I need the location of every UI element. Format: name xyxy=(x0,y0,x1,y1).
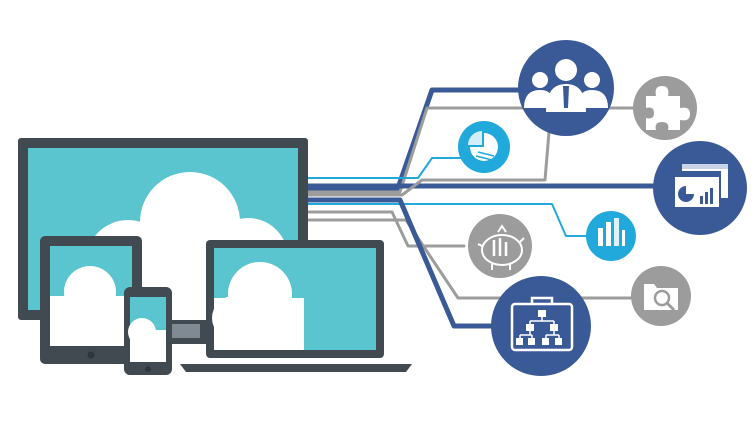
tablet xyxy=(40,236,142,364)
folder-search-node xyxy=(631,266,691,326)
bar-chart-icon xyxy=(598,218,625,246)
org-chart-icon xyxy=(510,296,574,352)
piggy-bank-node xyxy=(468,214,532,278)
line-to-gray-mid xyxy=(298,118,552,197)
laptop xyxy=(180,240,412,372)
pie-chart-icon xyxy=(468,131,498,161)
line-to-orgchart xyxy=(297,197,501,329)
devices-group xyxy=(18,138,412,375)
dashboard-windows-icon xyxy=(673,164,728,209)
smartphone xyxy=(124,287,172,375)
org-chart-node xyxy=(491,276,591,376)
puzzle-node xyxy=(633,76,697,140)
puzzle-icon xyxy=(646,86,690,130)
connection-lines xyxy=(297,87,663,329)
piggy-bank-icon xyxy=(477,224,525,270)
line-to-piggy xyxy=(298,210,466,248)
bar-chart-node xyxy=(586,211,636,261)
line-to-piechart xyxy=(299,157,471,179)
folder-search-icon xyxy=(644,284,678,312)
pie-chart-node xyxy=(458,121,510,173)
users-group-node xyxy=(518,40,614,136)
line-to-barchart xyxy=(299,203,591,237)
dashboard-windows-node xyxy=(653,141,747,235)
users-group-icon xyxy=(524,59,608,112)
